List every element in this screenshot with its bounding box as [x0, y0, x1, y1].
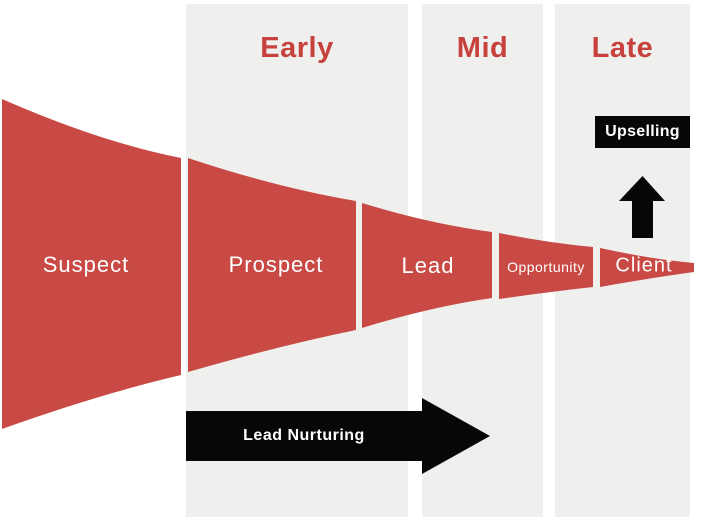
upselling-badge: Upselling [595, 116, 690, 148]
stage-label-opportunity: Opportunity [507, 259, 585, 275]
upselling-arrow-up-icon [619, 176, 665, 238]
phase-label-mid: Mid [456, 32, 509, 64]
stage-label-suspect: Suspect [42, 252, 130, 277]
stage-label-prospect: Prospect [228, 252, 324, 277]
lead-nurturing-arrow-right-icon [186, 398, 490, 474]
funnel-segment-opportunity [499, 233, 593, 299]
funnel-segment-client [600, 248, 694, 287]
phase-label-early: Early [260, 32, 334, 64]
funnel-segment-suspect [2, 99, 181, 429]
phase-label-late: Late [591, 32, 654, 64]
stage-label-client: Client [615, 254, 673, 277]
funnel-segment-prospect [188, 158, 356, 372]
stage-label-lead: Lead [401, 253, 455, 278]
lead-nurturing-label: Lead Nurturing [243, 427, 365, 444]
funnel-segment-lead [362, 203, 492, 328]
